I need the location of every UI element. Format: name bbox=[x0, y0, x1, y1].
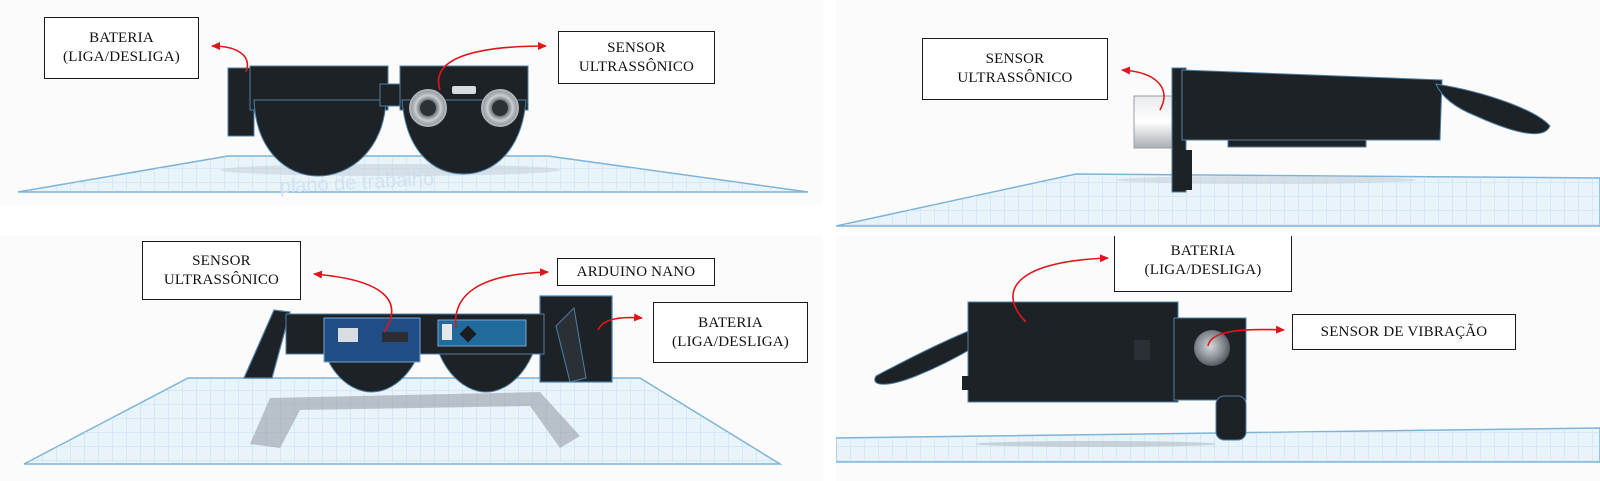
side-view-bottom-scene bbox=[836, 254, 1600, 463]
panel-back-view: SENSOR ULTRASSÔNICO ARDUINO NANO BATERIA… bbox=[0, 236, 822, 481]
arrow-arduino bbox=[454, 268, 549, 329]
panel-front-view: plano de trabalho BATERIA (LIGA/DESLIGA)… bbox=[0, 0, 822, 205]
front-view-scene: plano de trabalho bbox=[17, 42, 809, 198]
glasses-front bbox=[227, 65, 529, 177]
label-battery-side: BATERIA (LIGA/DESLIGA) bbox=[1114, 236, 1292, 292]
back-view-scene bbox=[23, 268, 783, 465]
arduino-board bbox=[437, 319, 527, 347]
label-ultrasonic-side: SENSOR ULTRASSÔNICO bbox=[922, 38, 1108, 100]
label-battery-back: BATERIA (LIGA/DESLIGA) bbox=[653, 302, 808, 363]
arrow-sensor bbox=[313, 270, 393, 333]
side-view-top-scene bbox=[836, 66, 1600, 227]
panel-side-view-top: SENSOR ULTRASSÔNICO bbox=[836, 0, 1600, 232]
label-ultrasonic-back: SENSOR ULTRASSÔNICO bbox=[142, 241, 301, 300]
panel-side-view-bottom: BATERIA (LIGA/DESLIGA) SENSOR DE VIBRAÇÃ… bbox=[836, 236, 1600, 481]
vibration-motor bbox=[1194, 330, 1230, 366]
arrow-battery bbox=[1012, 254, 1109, 323]
label-arduino-nano: ARDUINO NANO bbox=[557, 258, 715, 286]
arrow-vibration bbox=[1207, 325, 1285, 347]
glasses-back bbox=[243, 295, 613, 393]
label-ultrasonic-front: SENSOR ULTRASSÔNICO bbox=[558, 31, 715, 84]
glasses-side bbox=[1133, 67, 1551, 193]
label-vibration-sensor: SENSOR DE VIBRAÇÃO bbox=[1292, 314, 1516, 350]
glasses-side-bottom bbox=[874, 301, 1247, 441]
ultrasonic-sensor-cylinder bbox=[1133, 95, 1179, 149]
arrow-sensor bbox=[1121, 66, 1165, 111]
arrow-sensor bbox=[437, 42, 547, 91]
arrow-battery bbox=[211, 42, 249, 73]
arrow-battery bbox=[597, 313, 643, 331]
label-battery-front: BATERIA (LIGA/DESLIGA) bbox=[44, 17, 199, 79]
